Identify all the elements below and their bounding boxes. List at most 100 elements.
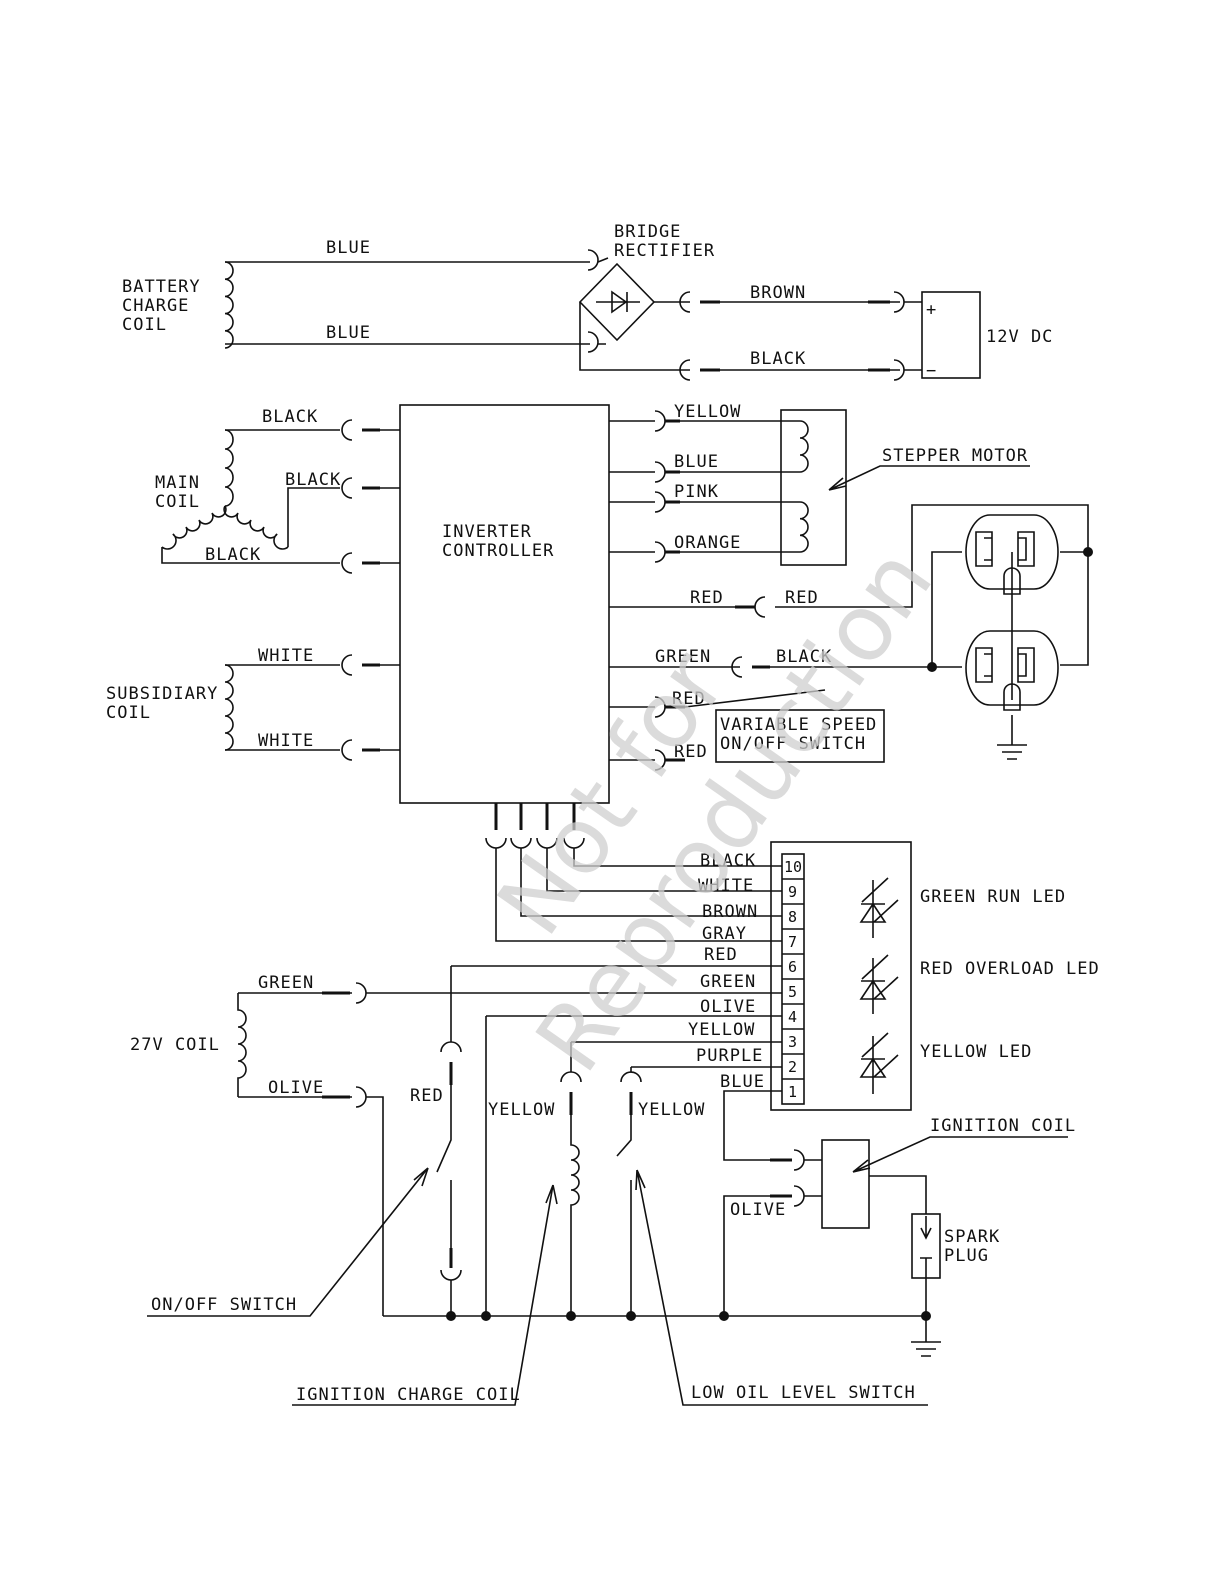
inverter-bottom-connectors bbox=[485, 803, 782, 942]
stepper-motor-box bbox=[780, 409, 847, 566]
terminal-pin-5: 5 bbox=[788, 983, 797, 1001]
ignition-coil-label: IGNITION COIL bbox=[930, 1116, 1076, 1136]
main-coil-winding-upper bbox=[224, 429, 234, 507]
ignition-charge-coil-section: YELLOW bbox=[488, 1041, 782, 1316]
stepper-winding-lower bbox=[799, 501, 809, 553]
subsidiary-coil-section: SUBSIDIARY COIL WHITE WHITE bbox=[106, 646, 400, 761]
wire-label-coil27-bottom: OLIVE bbox=[268, 1078, 324, 1098]
wire-label-var-speed-2: RED bbox=[674, 742, 708, 762]
wire-label-main-coil-3: BLACK bbox=[205, 545, 261, 565]
dc-source-box bbox=[921, 291, 981, 379]
variable-speed-switch-label-1: VARIABLE SPEED bbox=[720, 715, 877, 735]
main-coil-label-2: COIL bbox=[155, 492, 200, 512]
stepper-motor-label: STEPPER MOTOR bbox=[882, 446, 1028, 466]
coil-27v-winding bbox=[237, 993, 247, 1097]
wire-label-main-coil-2: BLACK bbox=[285, 470, 341, 490]
wire-label-ign-charge: YELLOW bbox=[488, 1100, 555, 1120]
terminal-wire-10: BLACK bbox=[700, 851, 756, 871]
main-coil-winding-left bbox=[161, 505, 227, 550]
terminal-wire-9: WHITE bbox=[698, 876, 754, 896]
wire-label-subsidiary-2: WHITE bbox=[258, 731, 314, 751]
wire-label-coil27-top: GREEN bbox=[258, 973, 314, 993]
wire-label-var-speed-1: RED bbox=[672, 689, 706, 709]
terminal-pin-2: 2 bbox=[788, 1058, 797, 1076]
coil-27v-section: 27V COIL GREEN OLIVE bbox=[130, 973, 782, 1316]
variable-speed-switch-section: RED RED VARIABLE SPEED ON/OFF SWITCH bbox=[609, 689, 885, 771]
ignition-coil-section: IGNITION COIL OLIVE SPARK PLUG bbox=[723, 1090, 1076, 1316]
coil-27v-label: 27V COIL bbox=[130, 1035, 220, 1055]
inverter-controller: INVERTER CONTROLLER bbox=[399, 404, 610, 804]
on-off-switch-section: RED bbox=[410, 965, 782, 1316]
spark-plug-label-2: PLUG bbox=[944, 1246, 989, 1266]
terminal-wire-8: BROWN bbox=[702, 902, 758, 922]
wire-label-outlet-hot-left: RED bbox=[690, 588, 724, 608]
wire-label-main-coil-1: BLACK bbox=[262, 407, 318, 427]
outlet-lower bbox=[927, 630, 1059, 711]
wire-label-battery-bottom: BLUE bbox=[326, 323, 371, 343]
main-coil-section: MAIN COIL BLACK BLACK BLACK bbox=[155, 407, 400, 574]
terminal-wire-7: GRAY bbox=[702, 924, 747, 944]
wire-label-ign-coil-lower: OLIVE bbox=[730, 1200, 786, 1220]
dc-minus-sign: − bbox=[926, 361, 937, 381]
ground-icon bbox=[911, 1316, 941, 1357]
bridge-rectifier-label-2: RECTIFIER bbox=[614, 241, 715, 261]
terminal-wire-6: RED bbox=[704, 945, 738, 965]
battery-charge-coil bbox=[224, 261, 234, 349]
bridge-rectifier-label-1: BRIDGE bbox=[614, 222, 681, 242]
wire-label-stepper-1: YELLOW bbox=[674, 402, 741, 422]
wire-label-dc-negative: BLACK bbox=[750, 349, 806, 369]
terminal-wire-3: YELLOW bbox=[688, 1020, 755, 1040]
wire-label-outlet-neutral-left: GREEN bbox=[655, 647, 711, 667]
bridge-rectifier-symbol bbox=[578, 262, 656, 342]
subsidiary-coil-winding bbox=[224, 664, 234, 751]
ignition-charge-coil-winding bbox=[570, 1115, 580, 1316]
terminal-pin-8: 8 bbox=[788, 908, 797, 926]
ground-bus bbox=[383, 1311, 941, 1357]
low-oil-switch-section: YELLOW bbox=[616, 1066, 782, 1316]
wire-label-subsidiary-1: WHITE bbox=[258, 646, 314, 666]
led-panel: 10 9 8 7 6 5 4 3 2 1 BLACK WHITE BROWN G… bbox=[688, 841, 1100, 1111]
subsidiary-coil-label-2: COIL bbox=[106, 703, 151, 723]
inverter-controller-label-2: CONTROLLER bbox=[442, 541, 554, 561]
terminal-wire-2: PURPLE bbox=[696, 1046, 763, 1066]
outlet-section: RED RED GREEN BLACK bbox=[609, 504, 1093, 760]
terminal-pin-3: 3 bbox=[788, 1033, 797, 1051]
dc-source-label: 12V DC bbox=[986, 327, 1053, 347]
wire-label-stepper-3: PINK bbox=[674, 482, 719, 502]
battery-charge-coil-label-3: COIL bbox=[122, 315, 167, 335]
on-off-switch-label: ON/OFF SWITCH bbox=[151, 1295, 297, 1315]
variable-speed-switch-label-2: ON/OFF SWITCH bbox=[720, 734, 866, 754]
terminal-pin-1: 1 bbox=[788, 1083, 797, 1101]
green-run-led-icon bbox=[859, 877, 899, 938]
inverter-controller-box bbox=[399, 404, 610, 804]
ignition-coil-box bbox=[821, 1139, 870, 1229]
stepper-motor-section: YELLOW BLUE PINK ORANGE STEPPER MOTOR bbox=[609, 402, 1030, 566]
terminal-pin-10: 10 bbox=[784, 858, 802, 876]
wire-label-stepper-4: ORANGE bbox=[674, 533, 741, 553]
wire-label-outlet-hot-right: RED bbox=[785, 588, 819, 608]
green-run-led-label: GREEN RUN LED bbox=[920, 887, 1066, 907]
variable-speed-switch-box bbox=[715, 709, 885, 763]
ignition-charge-coil-label: IGNITION CHARGE COIL bbox=[296, 1385, 521, 1405]
dc-plus-sign: + bbox=[926, 300, 937, 320]
terminal-pin-7: 7 bbox=[788, 933, 797, 951]
terminal-wire-4: OLIVE bbox=[700, 997, 756, 1017]
wire-label-dc-positive: BROWN bbox=[750, 283, 806, 303]
battery-charge-section: BATTERY CHARGE COIL BLUE BLUE BRIDGE REC… bbox=[122, 222, 1053, 381]
battery-charge-coil-label-1: BATTERY bbox=[122, 277, 201, 297]
main-coil-winding-right bbox=[223, 505, 289, 550]
callouts: ON/OFF SWITCH IGNITION CHARGE COIL LOW O… bbox=[147, 1167, 928, 1406]
yellow-led-label: YELLOW LED bbox=[920, 1042, 1032, 1062]
subsidiary-coil-label-1: SUBSIDIARY bbox=[106, 684, 218, 704]
terminal-pin-4: 4 bbox=[788, 1008, 797, 1026]
red-overload-led-label: RED OVERLOAD LED bbox=[920, 959, 1100, 979]
terminal-pin-9: 9 bbox=[788, 883, 797, 901]
stepper-winding-upper bbox=[799, 420, 809, 473]
inverter-controller-label-1: INVERTER bbox=[442, 522, 532, 542]
wire-label-battery-top: BLUE bbox=[326, 238, 371, 258]
wire-label-onoff-switch: RED bbox=[410, 1086, 444, 1106]
main-coil-label-1: MAIN bbox=[155, 473, 200, 493]
terminal-pin-6: 6 bbox=[788, 958, 797, 976]
wire-label-low-oil: YELLOW bbox=[638, 1100, 705, 1120]
